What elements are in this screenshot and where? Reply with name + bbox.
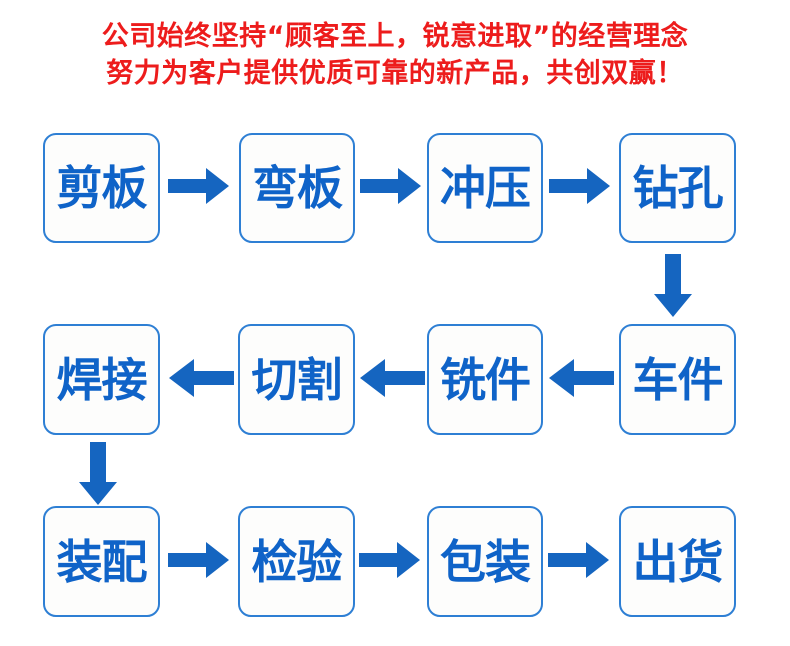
node-welding[interactable]: 焊接	[43, 324, 160, 435]
arrow-r2-2-icon	[359, 357, 425, 399]
node-shipping[interactable]: 出货	[619, 506, 736, 617]
node-bending[interactable]: 弯板	[239, 133, 355, 243]
arrow-down-drilling-to-turning-icon	[652, 254, 694, 318]
headline-line-2: 努力为客户提供优质可靠的新产品，共创双赢！	[106, 58, 684, 89]
arrow-r3-3-icon	[548, 540, 610, 580]
node-inspection-label: 检验	[251, 534, 343, 589]
node-milling[interactable]: 铣件	[427, 324, 543, 435]
node-inspection[interactable]: 检验	[238, 506, 355, 617]
node-stamping-label: 冲压	[440, 161, 531, 215]
headline-line-1: 公司始终坚持“顾客至上，锐意进取”的经营理念	[101, 21, 689, 52]
arrow-r1-1-icon	[168, 166, 230, 206]
node-assembly-label: 装配	[56, 534, 148, 589]
arrow-r1-3-icon	[549, 166, 611, 206]
node-drilling-label: 钻孔	[632, 161, 724, 215]
arrow-r3-1-icon	[168, 540, 230, 580]
node-cutting-label: 切割	[251, 352, 343, 407]
node-turning-label: 车件	[632, 352, 724, 407]
arrow-r3-2-icon	[359, 540, 421, 580]
node-bending-label: 弯板	[252, 161, 343, 215]
arrow-r2-3-icon	[548, 357, 614, 399]
node-cutting[interactable]: 切割	[238, 324, 355, 435]
node-milling-label: 铣件	[440, 352, 531, 407]
node-packaging-label: 包装	[440, 534, 531, 589]
node-shipping-label: 出货	[632, 534, 724, 589]
node-packaging[interactable]: 包装	[427, 506, 543, 617]
node-shearing-label: 剪板	[56, 161, 148, 215]
node-turning[interactable]: 车件	[619, 324, 736, 435]
node-shearing[interactable]: 剪板	[43, 133, 160, 243]
arrow-r2-1-icon	[168, 357, 234, 399]
node-stamping[interactable]: 冲压	[427, 133, 543, 243]
arrow-down-welding-to-assembly-icon	[77, 442, 119, 506]
node-assembly[interactable]: 装配	[43, 506, 160, 617]
arrow-r1-2-icon	[360, 166, 422, 206]
node-drilling[interactable]: 钻孔	[619, 133, 736, 243]
node-welding-label: 焊接	[56, 352, 148, 407]
page-title: 公司始终坚持“顾客至上，锐意进取”的经营理念 努力为客户提供优质可靠的新产品，共…	[0, 18, 790, 92]
